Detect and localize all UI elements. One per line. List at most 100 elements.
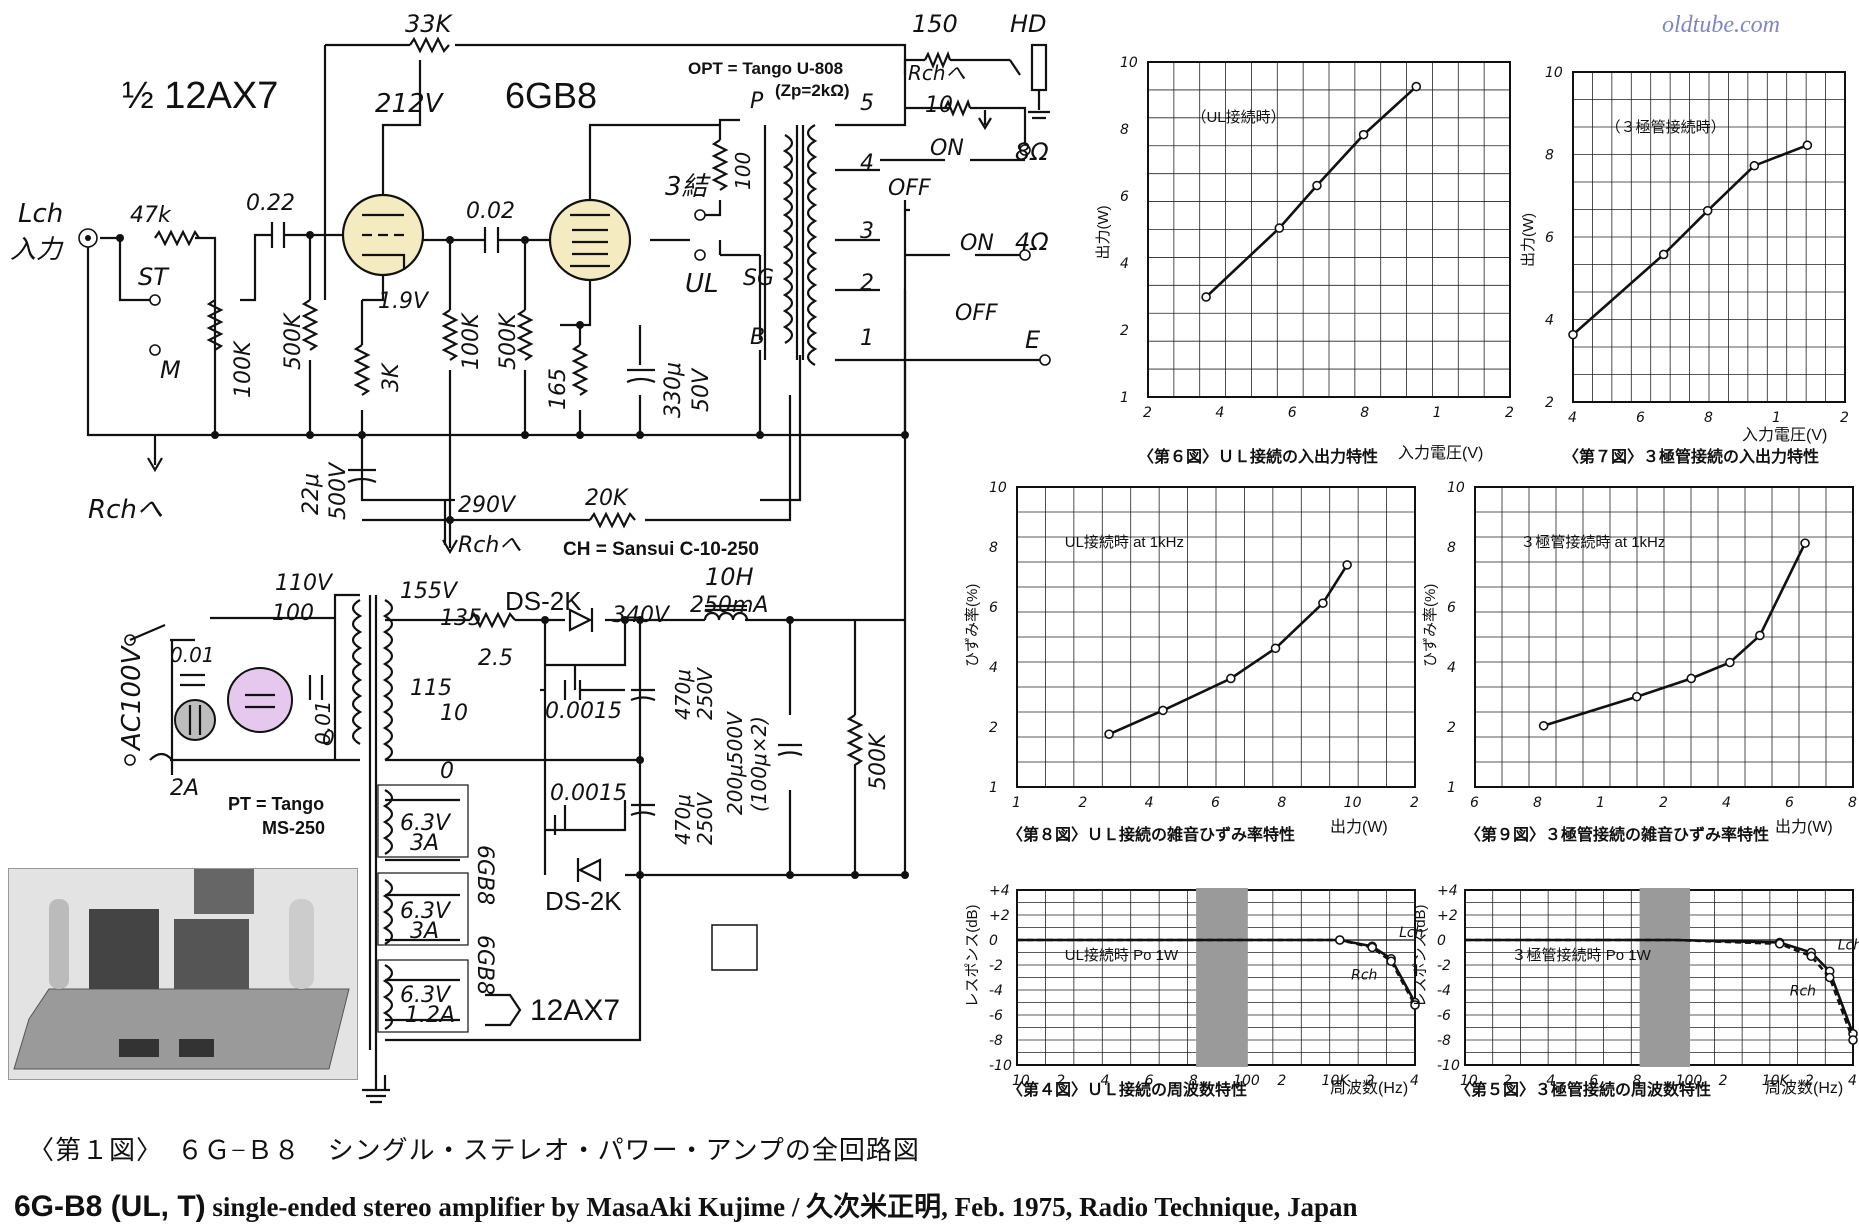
fig5-point (1824, 972, 1835, 983)
label-rch-1: Rchへ (88, 495, 163, 525)
fig7-xtick: 6 (1636, 410, 1645, 426)
fig8-xtick: 1 (1012, 795, 1021, 811)
fig4-ytick: -8 (989, 1033, 1003, 1049)
fig7-annotation: （３極管接続時） (1606, 119, 1726, 136)
fig6-point (1411, 81, 1422, 92)
fig9-ytick: 10 (1447, 480, 1465, 496)
fig5-xtick: 10 (1460, 1073, 1478, 1089)
fig9-frame (1474, 486, 1854, 788)
diodes (568, 608, 602, 882)
label-135: 135 (440, 606, 482, 631)
fig5-xtick: 6 (1589, 1073, 1598, 1089)
label-tap-sg: SG (743, 266, 774, 291)
label-22u-a: 22μ (299, 473, 324, 515)
fig7-point (1658, 249, 1669, 260)
resistors (154, 36, 972, 790)
label-e: E (1025, 326, 1041, 354)
fig4-point (1386, 956, 1396, 967)
label-h3-a: 1.2A (405, 1003, 455, 1028)
label-pt-2: MS-250 (262, 818, 325, 838)
credit-line: 6G-B8 (UL, T) single-ended stereo amplif… (14, 1185, 1358, 1224)
label-150: 150 (912, 10, 958, 38)
fig4-band (1196, 888, 1248, 1067)
fig8-ytick: 10 (989, 480, 1007, 496)
label-ch: CH = Sansui C-10-250 (563, 539, 759, 560)
fig6-ytick: 2 (1120, 323, 1129, 339)
chassis-photo (8, 868, 358, 1080)
power-transformer (351, 595, 469, 1104)
fig5-xtick: 2 (1503, 1073, 1512, 1089)
credit-text: single-ended stereo amplifier by MasaAki… (205, 1192, 1358, 1222)
fig8-xtick: 6 (1211, 795, 1220, 811)
label-t0-a: 0 (322, 726, 335, 750)
fig4-title: 〈第４図〉ＵＬ接続の周波数特性 (1007, 1080, 1247, 1099)
fig9-xtick: 6 (1785, 795, 1794, 811)
fig4-ytick: -2 (989, 958, 1003, 974)
label-165: 165 (546, 368, 571, 410)
label-tap-5: 5 (860, 91, 874, 116)
fig7-xlabel: 入力電圧(V) (1742, 426, 1827, 444)
blank-box (711, 924, 758, 971)
fig8-xtick: 4 (1145, 795, 1154, 811)
label-22u-b: 500V (326, 461, 351, 520)
output-transformer (782, 124, 818, 366)
label-212v: 212V (375, 89, 445, 119)
fig5-ylabel: レスポンス(dB) (1412, 904, 1429, 1007)
label-340v: 340V (612, 603, 671, 628)
neon-lamp-symbol (227, 667, 293, 733)
label-st: ST (138, 263, 170, 291)
label-lch: Lch (18, 199, 63, 229)
fig5-xtick: 2 (1719, 1073, 1728, 1089)
label-002: 0.02 (466, 199, 515, 224)
fig8-point (1158, 705, 1168, 716)
fig8-point (1270, 643, 1281, 654)
fig6-point (1274, 223, 1285, 233)
fig6-ytick: 10 (1120, 55, 1138, 71)
fig6-point (1312, 180, 1322, 191)
fig4-series-name: Rch (1351, 967, 1377, 983)
fig6-xtick: 2 (1143, 405, 1152, 421)
fig5-xtick: 4 (1546, 1073, 1555, 1089)
label-h1-t: 6GB8 (472, 845, 497, 905)
fig8-point (1104, 729, 1114, 739)
fig9-xlabel: 出力(W) (1775, 818, 1833, 836)
label-opt-2: (Zp=2kΩ) (775, 81, 850, 100)
label-47k: 47k (130, 203, 172, 228)
fig4-ytick: -4 (989, 983, 1003, 999)
label-rch-2: Rchへ (458, 533, 521, 558)
fig7-ytick: 4 (1545, 313, 1554, 329)
fig7-series-line (1572, 143, 1808, 336)
label-25: 2.5 (478, 646, 513, 671)
figure-1-caption: 〈第１図〉 ６Ｇ−Ｂ８ シングル・ステレオ・パワー・アンプの全回路図 (28, 1136, 920, 1165)
fig4-xtick: 2 (1366, 1073, 1375, 1089)
fig8-ytick: 6 (989, 600, 998, 616)
fig5-title: 〈第５図〉３極管接続の周波数特性 (1455, 1080, 1711, 1099)
label-input: 入力 (10, 235, 64, 265)
fig6-xtick: 8 (1360, 405, 1369, 421)
fig7-xtick: 1 (1772, 410, 1781, 426)
fig4-xtick: 4 (1410, 1073, 1419, 1089)
fig5-ytick: +2 (1437, 908, 1458, 924)
fig8-point (1226, 673, 1236, 684)
fig9-xtick: 8 (1848, 795, 1857, 811)
label-200u-2: (100μ×2) (747, 716, 771, 812)
fig9-xtick: 1 (1596, 795, 1605, 811)
fig4-xtick: 10K (1322, 1073, 1351, 1089)
label-100k: 100K (459, 312, 484, 370)
fig5-band (1639, 888, 1691, 1067)
fig7-xtick: 4 (1568, 410, 1577, 426)
fig9-ytick: 1 (1447, 780, 1456, 796)
fig8-grid (1017, 487, 1415, 787)
fig4-xtick: 100 (1233, 1073, 1260, 1089)
label-tap-p: P (750, 89, 764, 114)
fig8-xtick: 2 (1078, 795, 1087, 811)
fig5-xtick: 8 (1632, 1073, 1641, 1089)
label-470u-a1: 470μ (671, 669, 695, 720)
label-h1-a: 3A (410, 831, 439, 856)
fig8-point (1318, 598, 1328, 608)
label-rch-3: Rchへ (908, 61, 966, 85)
